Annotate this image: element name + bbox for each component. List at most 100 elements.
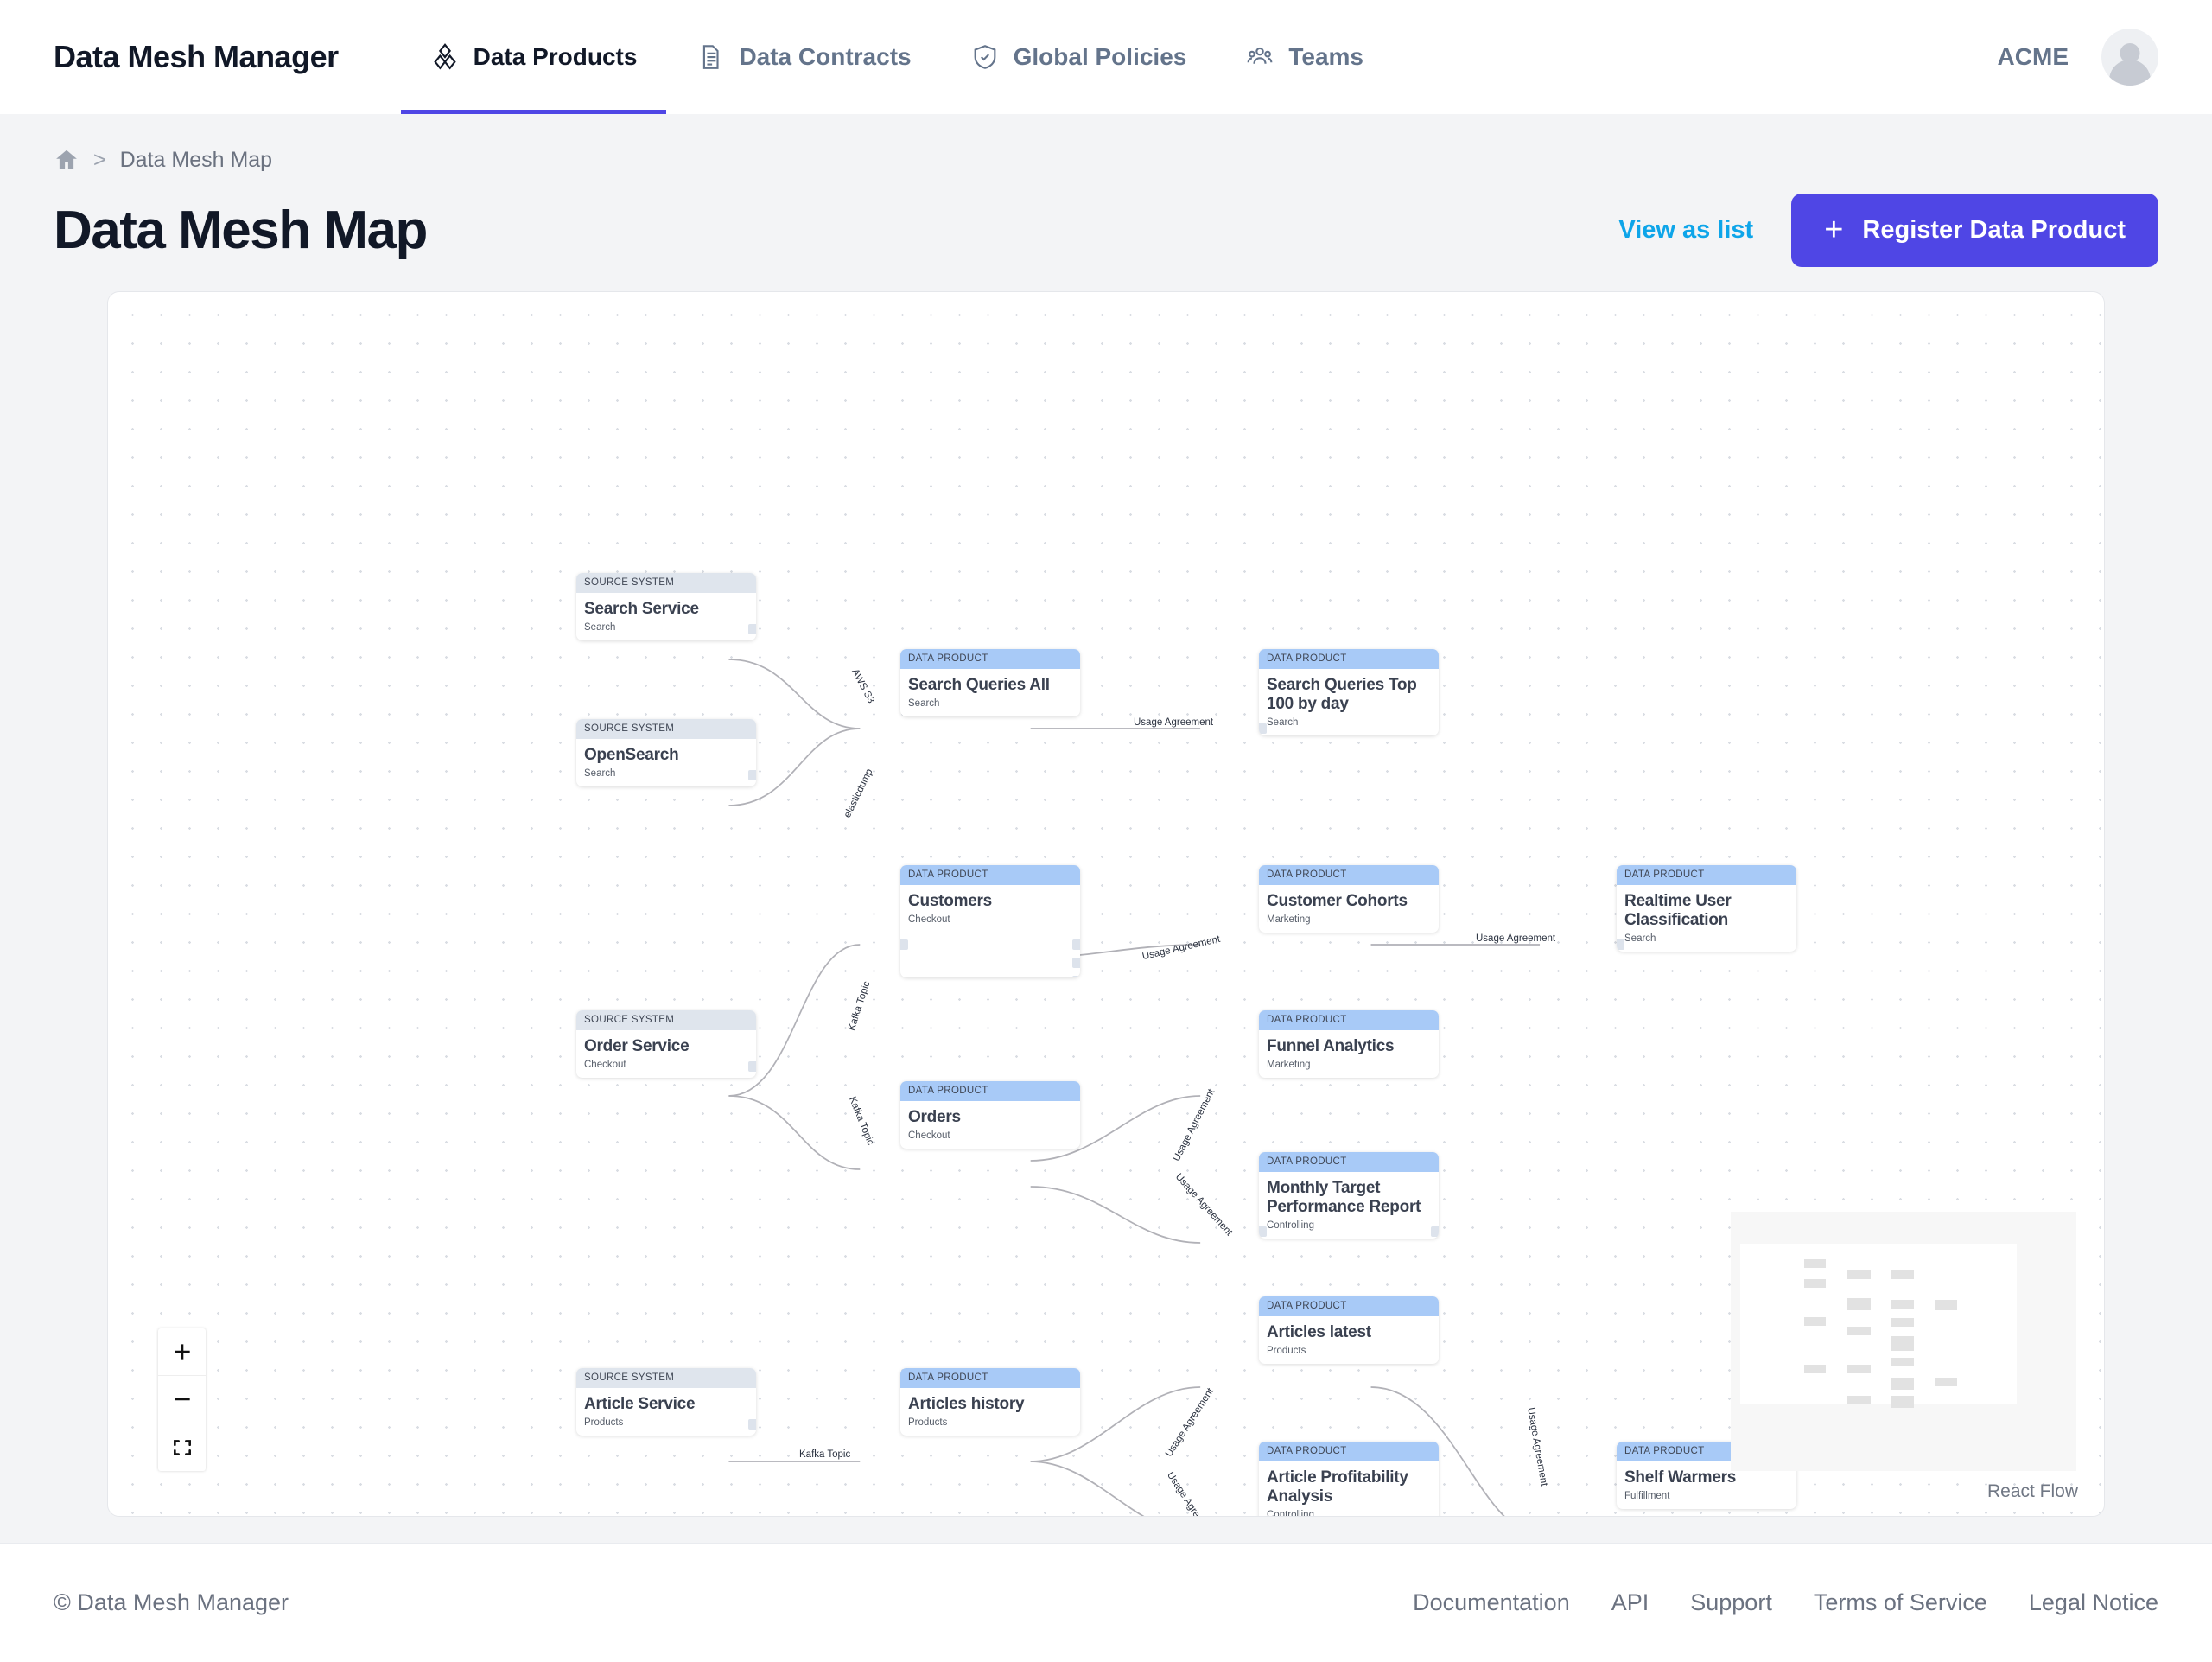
minimap-node <box>1804 1279 1826 1288</box>
node-layer: SOURCE SYSTEM Search Service Search SOUR… <box>108 292 2104 1516</box>
minimap-node <box>1891 1270 1914 1279</box>
node-title: Funnel Analytics <box>1267 1036 1395 1055</box>
edge-label: Usage Agreement <box>1141 933 1222 963</box>
node-domain: Controlling <box>1267 1219 1314 1231</box>
nav-item-data-contracts[interactable]: Data Contracts <box>666 0 940 114</box>
node-title: Article Profitability Analysis <box>1267 1468 1408 1506</box>
breadcrumb: > Data Mesh Map <box>54 147 2158 173</box>
avatar[interactable] <box>2101 29 2158 86</box>
node-handle-right[interactable] <box>1072 939 1080 950</box>
nav-item-data-products[interactable]: Data Products <box>400 0 667 114</box>
node-realtime-user-classification[interactable]: DATA PRODUCT Realtime User Classificatio… <box>1617 865 1796 952</box>
node-handle-left[interactable] <box>1259 1516 1267 1517</box>
minimap-node <box>1847 1396 1871 1404</box>
app-brand[interactable]: Data Mesh Manager <box>54 39 339 74</box>
node-handle-right[interactable] <box>1072 958 1080 968</box>
edge-label: Usage Agreement <box>1163 1386 1217 1459</box>
node-domain: Search <box>1624 933 1656 944</box>
footer-link-legal-notice[interactable]: Legal Notice <box>2028 1589 2158 1615</box>
minimap-node <box>1935 1378 1957 1386</box>
breadcrumb-current[interactable]: Data Mesh Map <box>119 147 273 172</box>
node-handle-left[interactable] <box>1617 939 1624 950</box>
fit-view-button[interactable] <box>158 1423 206 1471</box>
node-domain: Search <box>584 621 616 633</box>
view-as-list-link[interactable]: View as list <box>1618 216 1754 244</box>
node-customer-cohorts[interactable]: DATA PRODUCT Customer Cohorts Marketing <box>1259 865 1439 933</box>
home-icon[interactable] <box>54 147 79 173</box>
nav-item-label: Data Contracts <box>739 43 912 70</box>
node-kind-label: SOURCE SYSTEM <box>576 1010 756 1030</box>
node-title: Article Service <box>584 1394 696 1413</box>
node-order-service[interactable]: SOURCE SYSTEM Order Service Checkout <box>576 1010 756 1079</box>
node-title: Search Service <box>584 599 699 618</box>
footer-link-api[interactable]: API <box>1611 1589 1649 1615</box>
register-button-label: Register Data Product <box>1862 216 2126 244</box>
nav-item-teams[interactable]: Teams <box>1216 0 1393 114</box>
node-title: Search Queries Top 100 by day <box>1267 675 1417 713</box>
node-search-queries-all[interactable]: DATA PRODUCT Search Queries All Search <box>900 649 1080 717</box>
node-articles-latest[interactable]: DATA PRODUCT Articles latest Products <box>1259 1296 1439 1365</box>
node-handle-right[interactable] <box>748 770 756 780</box>
footer-link-support[interactable]: Support <box>1690 1589 1772 1615</box>
edge-label: elasticdump <box>842 767 875 820</box>
node-orders[interactable]: DATA PRODUCT Orders Checkout <box>900 1081 1080 1149</box>
node-handle-right[interactable] <box>748 1061 756 1072</box>
edge-label: Usage Agreement <box>1171 1087 1217 1163</box>
edge-label: Usage Agreement <box>1525 1406 1549 1487</box>
node-handle-left[interactable] <box>900 939 908 950</box>
top-navigation-bar: Data Mesh Manager Data Products Data Con… <box>0 0 2212 114</box>
react-flow-attribution[interactable]: React Flow <box>1986 1481 2078 1501</box>
nav-item-global-policies[interactable]: Global Policies <box>941 0 1217 114</box>
minimap-node <box>1847 1365 1871 1373</box>
node-handle-right[interactable] <box>1072 976 1080 978</box>
node-title: Monthly Target Performance Report <box>1267 1178 1421 1216</box>
zoom-in-button[interactable] <box>158 1328 206 1376</box>
node-kind-label: DATA PRODUCT <box>1259 865 1439 885</box>
page-footer: © Data Mesh Manager Documentation API Su… <box>0 1543 2212 1662</box>
node-handle-left[interactable] <box>1259 1226 1267 1237</box>
node-kind-label: DATA PRODUCT <box>900 865 1080 885</box>
edge-label: Kafka Topic <box>846 979 873 1033</box>
node-articles-history[interactable]: DATA PRODUCT Articles history Products <box>900 1368 1080 1436</box>
minimap-node <box>1935 1300 1957 1310</box>
node-domain: Products <box>908 1417 948 1428</box>
node-handle-right[interactable] <box>748 624 756 634</box>
header-actions: View as list + Register Data Product <box>1618 194 2158 267</box>
footer-copyright: © Data Mesh Manager <box>54 1589 289 1615</box>
organization-label[interactable]: ACME <box>1997 43 2069 70</box>
shield-check-icon <box>970 42 1000 72</box>
footer-link-documentation[interactable]: Documentation <box>1413 1589 1570 1615</box>
node-article-service[interactable]: SOURCE SYSTEM Article Service Products <box>576 1368 756 1436</box>
node-kind-label: DATA PRODUCT <box>1259 1442 1439 1461</box>
page-title: Data Mesh Map <box>54 201 428 260</box>
node-handle-right[interactable] <box>748 1419 756 1430</box>
minimap-node <box>1847 1327 1871 1335</box>
edge-label: Kafka Topic <box>846 1095 876 1147</box>
node-funnel-analytics[interactable]: DATA PRODUCT Funnel Analytics Marketing <box>1259 1010 1439 1079</box>
node-domain: Marketing <box>1267 914 1311 925</box>
node-domain: Checkout <box>908 914 950 925</box>
register-data-product-button[interactable]: + Register Data Product <box>1791 194 2158 267</box>
node-article-profitability-analysis[interactable]: DATA PRODUCT Article Profitability Analy… <box>1259 1442 1439 1517</box>
node-title: Shelf Warmers <box>1624 1468 1737 1487</box>
node-kind-label: DATA PRODUCT <box>1259 649 1439 669</box>
node-kind-label: DATA PRODUCT <box>900 649 1080 669</box>
node-handle-right[interactable] <box>1431 1226 1439 1237</box>
node-opensearch[interactable]: SOURCE SYSTEM OpenSearch Search <box>576 719 756 787</box>
node-handle-left[interactable] <box>1259 723 1267 734</box>
nav-item-label: Global Policies <box>1013 43 1187 70</box>
node-monthly-target-performance-report[interactable]: DATA PRODUCT Monthly Target Performance … <box>1259 1152 1439 1239</box>
node-title: Realtime User Classification <box>1624 891 1732 929</box>
node-domain: Fulfillment <box>1624 1490 1670 1501</box>
minimap-node <box>1891 1318 1914 1327</box>
node-search-service[interactable]: SOURCE SYSTEM Search Service Search <box>576 573 756 641</box>
data-mesh-map-canvas[interactable]: SOURCE SYSTEM Search Service Search SOUR… <box>107 291 2105 1517</box>
node-search-queries-top-100-by-day[interactable]: DATA PRODUCT Search Queries Top 100 by d… <box>1259 649 1439 736</box>
minimap[interactable] <box>1731 1212 2076 1471</box>
breadcrumb-separator: > <box>93 147 106 172</box>
zoom-out-button[interactable] <box>158 1376 206 1423</box>
minimap-node <box>1891 1336 1914 1351</box>
footer-link-terms-of-service[interactable]: Terms of Service <box>1813 1589 1987 1615</box>
node-customers[interactable]: DATA PRODUCT Customers Checkout <box>900 865 1080 978</box>
node-title: Search Queries All <box>908 675 1050 694</box>
